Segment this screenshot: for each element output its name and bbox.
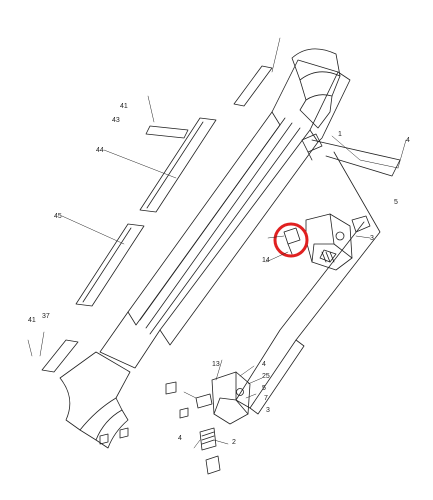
callout-3-lower: 3 <box>266 407 270 414</box>
callout-4: 4 <box>406 137 410 144</box>
callout-41: 41 <box>120 103 128 110</box>
callout-25: 25 <box>262 373 270 380</box>
strip-small-bottom <box>41 339 79 373</box>
highlighted-part <box>273 222 309 258</box>
callout-4-lower: 4 <box>262 361 266 368</box>
callout-14: 14 <box>262 257 270 264</box>
side-rail-right <box>235 139 401 415</box>
callout-37: 37 <box>42 313 50 320</box>
main-rail <box>99 59 351 369</box>
callout-1: 1 <box>338 131 342 138</box>
upper-bracket-assembly <box>305 213 371 271</box>
leader-lines <box>27 37 407 449</box>
strip-45 <box>75 223 145 307</box>
callout-43: 43 <box>112 117 120 124</box>
callout-13: 13 <box>212 361 220 368</box>
callout-2: 2 <box>232 439 236 446</box>
callout-3: 3 <box>370 235 374 242</box>
highlight-circle <box>273 222 309 258</box>
callout-5: 5 <box>394 199 398 206</box>
callout-44: 44 <box>96 147 104 154</box>
lower-bracket-assembly <box>195 371 251 451</box>
callout-4-bottom: 4 <box>178 435 182 442</box>
rail-end-cap-bottom <box>59 351 131 449</box>
callout-labels: 1 4 5 3 41 43 44 45 41 37 14 13 4 25 5 7… <box>28 103 410 446</box>
strip-44 <box>139 117 217 213</box>
strip-small-top <box>233 65 273 107</box>
short-plate-upper-left <box>145 125 189 139</box>
callout-7: 7 <box>264 395 268 402</box>
callout-5-lower: 5 <box>262 385 266 392</box>
small-parts-bottom <box>99 381 221 475</box>
callout-41-lower: 41 <box>28 317 36 324</box>
callout-45: 45 <box>54 213 62 220</box>
rail-end-cap-top <box>291 48 341 129</box>
corner-bracket-top <box>301 133 323 161</box>
